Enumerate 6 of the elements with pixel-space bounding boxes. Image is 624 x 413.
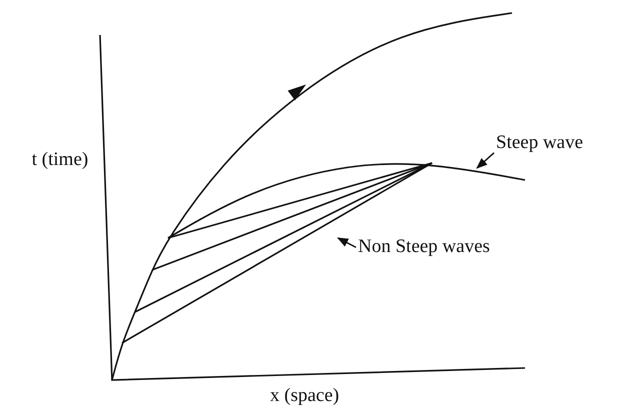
leader-arrow	[337, 237, 356, 248]
annotation-text: Steep wave	[496, 132, 584, 155]
annotation-text: Non Steep waves	[358, 236, 490, 259]
leader-arrow	[476, 152, 494, 169]
axis-label: x (space)	[270, 384, 340, 408]
axis-label: t (time)	[30, 148, 90, 172]
